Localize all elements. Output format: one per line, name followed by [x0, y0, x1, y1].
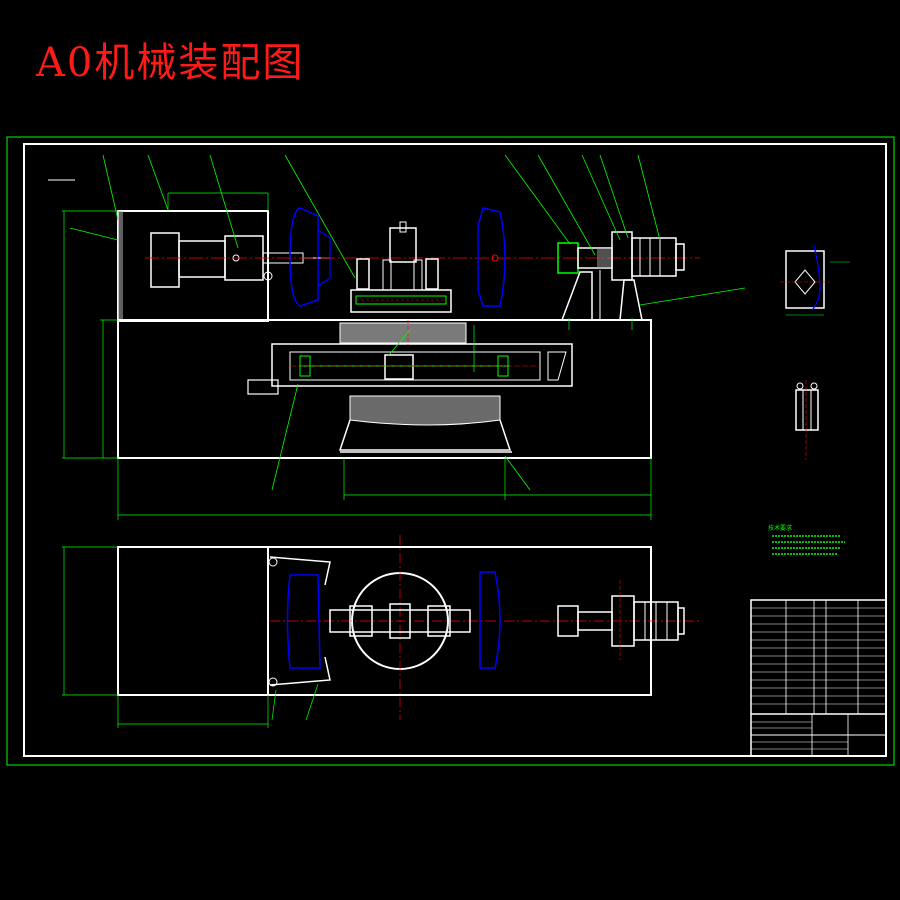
tech-notes-block: 技术要求: [768, 524, 845, 555]
drawing-title: A0机械装配图: [36, 40, 305, 86]
outer-sheet-border: [6, 136, 895, 766]
detail-views: [780, 245, 850, 460]
front-view: [117, 207, 700, 459]
dimensions-top: [62, 546, 319, 728]
top-left-block: [117, 546, 269, 696]
leader-lines: [69, 154, 746, 491]
base-frame: [117, 319, 652, 459]
top-view: [117, 535, 700, 720]
title-block: [750, 599, 887, 757]
drawing-frame: [23, 143, 887, 757]
tech-notes-heading: 技术要求: [768, 524, 792, 532]
left-housing: [117, 210, 269, 322]
dimensions-front: [62, 192, 652, 520]
